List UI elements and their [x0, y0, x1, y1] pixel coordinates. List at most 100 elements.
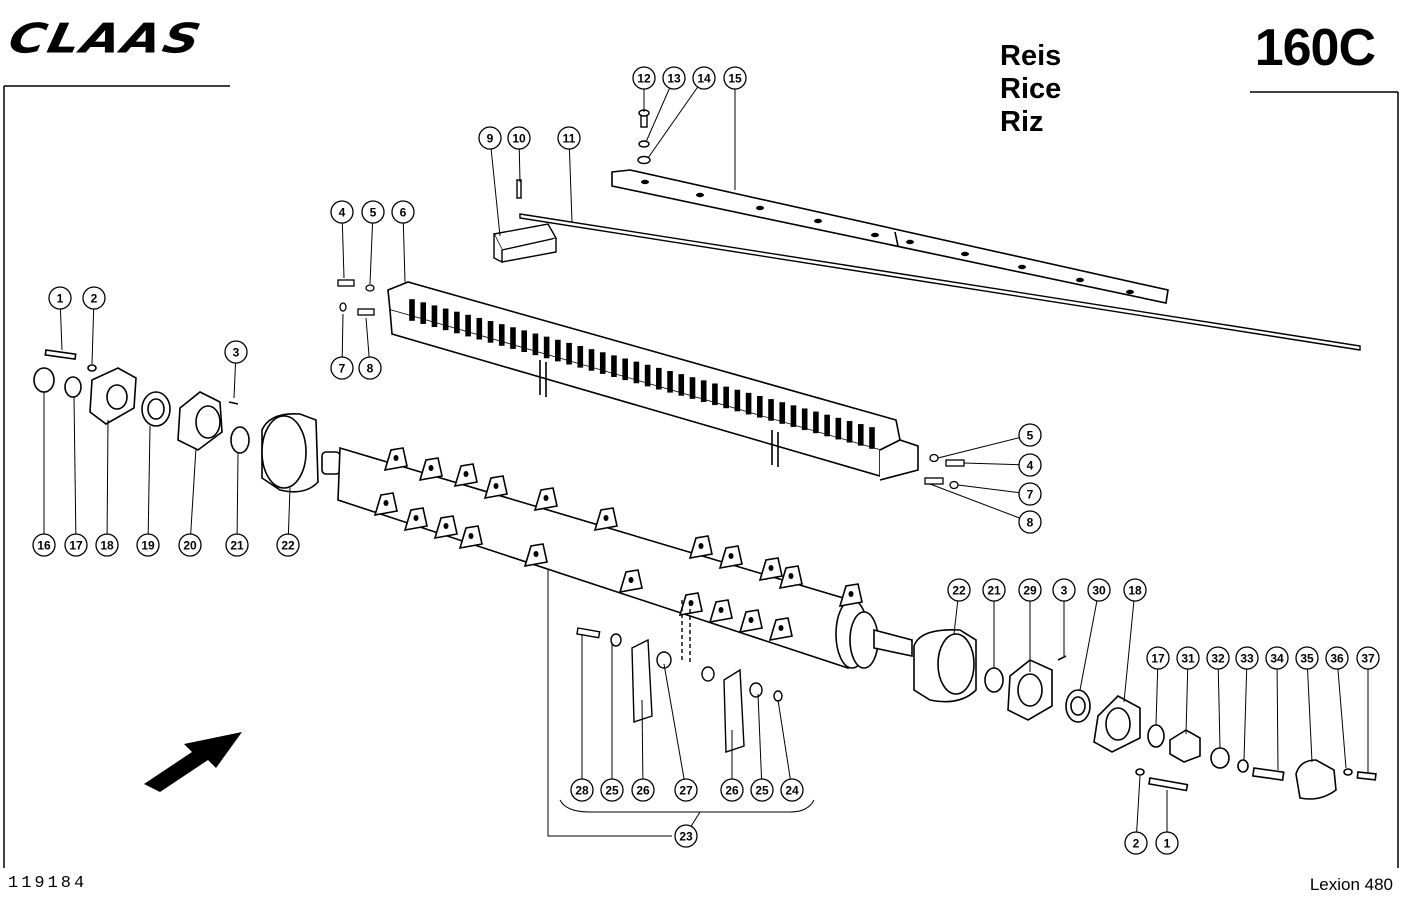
group-bracket: [547, 570, 815, 837]
leader-line: [647, 77, 705, 159]
callout-circle: [276, 533, 300, 557]
callout-17: 17: [1146, 646, 1170, 670]
callout-number: 2: [91, 292, 98, 306]
callout-circle: [750, 778, 774, 802]
callout-number: 19: [141, 539, 155, 553]
callout-circle: [1356, 646, 1380, 670]
callout-number: 23: [679, 830, 693, 844]
callout-22: 22: [276, 533, 300, 557]
callout-number: 22: [281, 539, 295, 553]
callout-circle: [1325, 646, 1349, 670]
callout-number: 5: [1027, 429, 1034, 443]
callout-circle: [1018, 482, 1042, 506]
callout-circle: [1052, 578, 1076, 602]
left-hardware: [337, 279, 375, 316]
callout-18: 18: [1123, 578, 1147, 602]
callout-25: 25: [600, 778, 624, 802]
callout-number: 18: [100, 539, 114, 553]
leader-line: [402, 211, 406, 283]
left-bearing-group: [33, 349, 319, 493]
callout-circle: [1176, 646, 1200, 670]
callout-3: 3: [224, 340, 248, 364]
callout-circle: [1018, 578, 1042, 602]
callout-number: 15: [728, 72, 742, 86]
callout-number: 4: [339, 206, 346, 220]
callout-number: 17: [1151, 652, 1165, 666]
callout-5: 5: [361, 200, 385, 224]
callout-circle: [361, 200, 385, 224]
callout-circle: [570, 778, 594, 802]
callout-18: 18: [95, 533, 119, 557]
callout-number: 12: [637, 72, 651, 86]
callout-number: 25: [755, 784, 769, 798]
leader-line: [236, 452, 239, 546]
leader-lines: [43, 77, 1369, 844]
leader-line: [957, 484, 1031, 495]
callout-number: 8: [1027, 516, 1034, 530]
callout-25: 25: [750, 778, 774, 802]
callout-circle: [780, 778, 804, 802]
callout-36: 36: [1325, 646, 1349, 670]
callout-number: 2: [1133, 837, 1140, 851]
callout-circle: [1235, 646, 1259, 670]
title-french: Riz: [1000, 106, 1044, 138]
callout-22: 22: [947, 578, 971, 602]
callout-7: 7: [330, 356, 354, 380]
strip-part: [611, 169, 1169, 304]
leader-line: [641, 699, 644, 791]
callout-16: 16: [32, 533, 56, 557]
callout-circle: [692, 66, 716, 90]
leader-line: [1123, 589, 1136, 703]
callout-number: 36: [1330, 652, 1344, 666]
callout-1: 1: [1155, 831, 1179, 855]
callout-32: 32: [1206, 646, 1230, 670]
callout-number: 32: [1211, 652, 1225, 666]
leader-line: [757, 693, 763, 791]
callout-1: 1: [48, 286, 72, 310]
title-german: Reis: [1000, 40, 1062, 72]
leader-line: [369, 211, 374, 285]
callout-circle: [662, 66, 686, 90]
leader-line: [1079, 589, 1100, 691]
frame-lines: [3, 85, 1399, 868]
callout-14: 14: [692, 66, 716, 90]
callout-13: 13: [662, 66, 686, 90]
callout-number: 30: [1092, 584, 1106, 598]
leader-line: [1217, 657, 1221, 749]
leader-line: [1243, 657, 1248, 761]
callout-circle: [1295, 646, 1319, 670]
comb-teeth: [409, 299, 875, 449]
callout-number: 21: [987, 584, 1001, 598]
leader-line: [147, 425, 151, 546]
callout-number: 3: [233, 346, 240, 360]
callout-circle: [330, 200, 354, 224]
callout-8: 8: [1018, 510, 1042, 534]
callout-34: 34: [1265, 646, 1289, 670]
callout-number: 28: [575, 784, 589, 798]
callout-number: 22: [952, 584, 966, 598]
auger-shaft: [321, 446, 913, 670]
callout-8: 8: [358, 356, 382, 380]
callout-23: 23: [674, 824, 698, 848]
leader-line: [568, 137, 573, 223]
callout-4: 4: [330, 200, 354, 224]
callout-number: 10: [512, 132, 526, 146]
knife-group: [576, 600, 783, 753]
callout-number: 33: [1240, 652, 1254, 666]
callout-circle: [1124, 831, 1148, 855]
callout-number: 3: [1061, 584, 1068, 598]
callout-circle: [600, 778, 624, 802]
section-title: Reis Rice Riz: [1000, 40, 1061, 139]
callout-6: 6: [391, 200, 415, 224]
callout-number: 14: [697, 72, 711, 86]
callout-circle: [1087, 578, 1111, 602]
callout-31: 31: [1176, 646, 1200, 670]
callout-circle: [224, 340, 248, 364]
leader-line: [777, 699, 793, 791]
callout-circle: [1146, 646, 1170, 670]
callout-number: 18: [1128, 584, 1142, 598]
callout-circle: [1018, 510, 1042, 534]
callout-circle: [947, 578, 971, 602]
